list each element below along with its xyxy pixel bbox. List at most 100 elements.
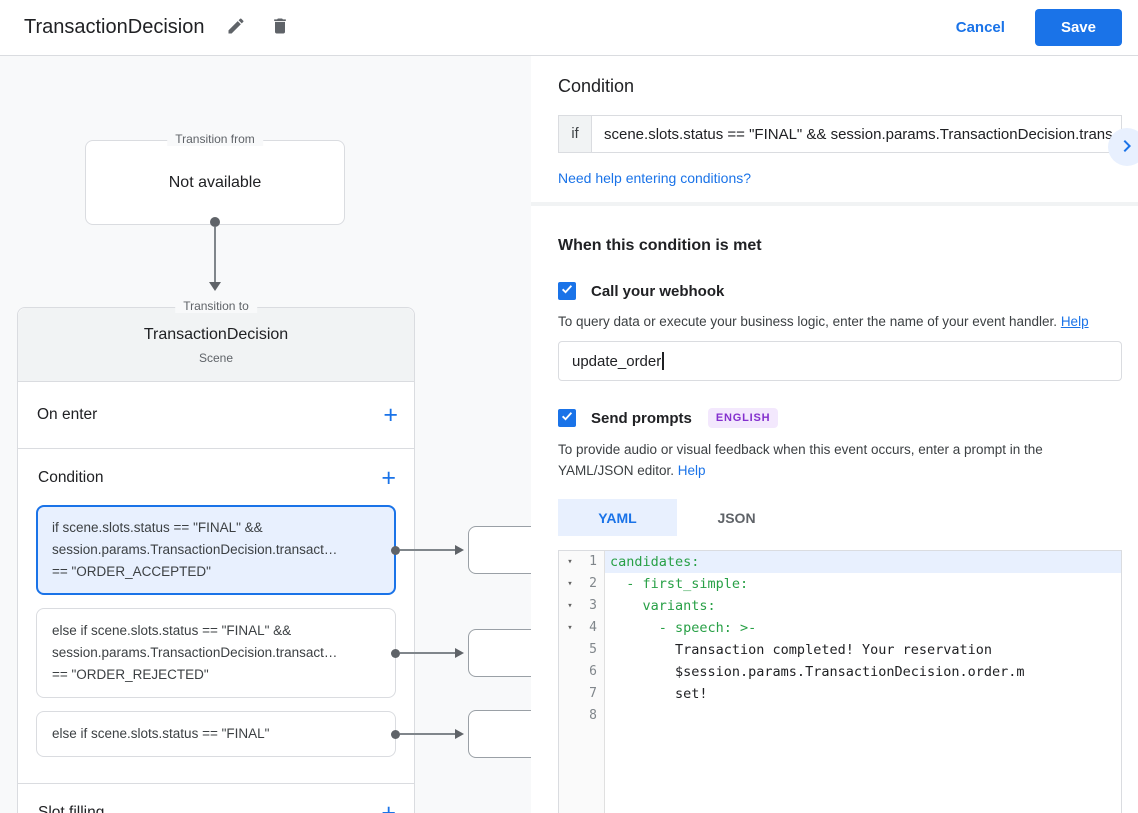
fold-arrow-icon[interactable]: ▾ xyxy=(559,617,581,639)
when-condition-heading: When this condition is met xyxy=(558,237,762,254)
fold-arrow-icon[interactable]: ▾ xyxy=(559,551,581,573)
code-text: $session.params.TransactionDecision.orde… xyxy=(610,664,1025,680)
transition-from-box: Transition from Not available xyxy=(85,132,345,225)
fold-gutter xyxy=(559,727,581,813)
webhook-checkbox-row: Call your webhook xyxy=(558,282,1122,300)
scene-header: TransactionDecision Scene xyxy=(18,308,414,382)
prompts-help-link[interactable]: Help xyxy=(677,463,706,478)
transition-target-box[interactable] xyxy=(468,629,531,677)
scene-title: TransactionDecision xyxy=(143,326,289,343)
arrowhead-right-icon xyxy=(455,648,464,658)
connector-dot xyxy=(391,729,400,739)
section-divider xyxy=(531,202,1138,206)
prompts-checkbox[interactable] xyxy=(558,409,576,427)
line-number: 4 xyxy=(581,617,605,639)
fold-gutter xyxy=(559,705,581,727)
condition-card[interactable]: else if scene.slots.status == "FINAL" xyxy=(36,711,396,757)
editor-line: 5 Transaction completed! Your reservatio… xyxy=(559,639,1121,661)
code-text: set! xyxy=(610,686,708,702)
on-enter-label: On enter xyxy=(37,406,98,423)
arrowhead-right-icon xyxy=(455,545,464,555)
fold-gutter xyxy=(559,639,581,661)
prompts-description: To provide audio or visual feedback when… xyxy=(558,442,1043,478)
collapse-panel-button[interactable] xyxy=(1108,128,1138,166)
fold-arrow-icon[interactable]: ▾ xyxy=(559,595,581,617)
transition-from-content: Not available xyxy=(168,173,262,191)
line-number: 7 xyxy=(581,683,605,705)
connector-line xyxy=(400,549,455,551)
code-text: - speech: >- xyxy=(610,620,757,636)
editor-format-tabs: YAML JSON xyxy=(558,499,1122,536)
fold-gutter xyxy=(559,661,581,683)
transition-to-legend: Transition to xyxy=(175,299,257,313)
webhook-checkbox[interactable] xyxy=(558,282,576,300)
text-caret xyxy=(662,352,664,370)
language-badge: ENGLISH xyxy=(707,408,779,428)
code-text xyxy=(605,705,1121,727)
slot-filling-section: Slot filling + Slot validation xyxy=(18,784,414,813)
transition-target-box[interactable] xyxy=(468,526,531,574)
if-prefix-label: if xyxy=(559,116,592,152)
connector-line xyxy=(400,733,455,735)
editor-line: 6 $session.params.TransactionDecision.or… xyxy=(559,661,1121,683)
tab-yaml[interactable]: YAML xyxy=(558,499,677,536)
save-button[interactable]: Save xyxy=(1034,9,1122,46)
condition-card[interactable]: else if scene.slots.status == "FINAL" &&… xyxy=(36,608,396,698)
edit-scene-button[interactable] xyxy=(224,14,248,41)
connector-dot xyxy=(391,648,400,658)
tab-json[interactable]: JSON xyxy=(717,509,756,526)
condition-section-label: Condition xyxy=(38,469,104,486)
conditions-help-link[interactable]: Need help entering conditions? xyxy=(558,170,752,186)
connector-dot xyxy=(391,545,400,555)
editor-line: 7 set! xyxy=(559,683,1121,705)
line-number: 1 xyxy=(581,551,605,573)
fold-gutter xyxy=(559,683,581,705)
editor-line: ▾3 variants: xyxy=(559,595,1121,617)
condition-row: if scene.slots.status == "FINAL" && sess… xyxy=(36,505,531,595)
transition-arrow-right xyxy=(391,648,464,658)
connector-dot xyxy=(210,217,220,227)
chevron-right-icon xyxy=(1115,134,1138,161)
scene-graph-canvas: Transition from Not available Transition… xyxy=(0,56,531,813)
connector-line xyxy=(214,227,216,282)
webhook-label: Call your webhook xyxy=(591,282,725,300)
condition-row: else if scene.slots.status == "FINAL" xyxy=(36,710,531,758)
add-slot-button[interactable]: + xyxy=(381,801,396,813)
editor-line: ▾2 - first_simple: xyxy=(559,573,1121,595)
condition-expression-input[interactable]: if scene.slots.status == "FINAL" && sess… xyxy=(558,115,1122,153)
condition-section: Condition + if scene.slots.status == "FI… xyxy=(18,449,531,784)
page-title: TransactionDecision xyxy=(24,16,205,38)
line-number: 8 xyxy=(581,705,605,727)
checkmark-icon xyxy=(560,282,574,301)
condition-list: if scene.slots.status == "FINAL" && sess… xyxy=(36,505,531,758)
condition-editor-panel: Condition if scene.slots.status == "FINA… xyxy=(531,56,1138,813)
scene-subtitle: Scene xyxy=(198,351,234,365)
webhook-help-link[interactable]: Help xyxy=(1060,314,1089,329)
transition-target-box[interactable] xyxy=(468,710,531,758)
condition-card[interactable]: if scene.slots.status == "FINAL" && sess… xyxy=(36,505,396,595)
arrowhead-right-icon xyxy=(455,729,464,739)
slot-filling-label: Slot filling xyxy=(38,804,105,813)
add-on-enter-button[interactable]: + xyxy=(383,401,398,429)
top-bar: TransactionDecision Cancel Save xyxy=(0,0,1138,56)
fold-arrow-icon[interactable]: ▾ xyxy=(559,573,581,595)
delete-scene-button[interactable] xyxy=(268,14,292,41)
panel-title: Condition xyxy=(558,76,635,96)
event-handler-input[interactable]: update_order xyxy=(558,341,1122,381)
transition-from-legend: Transition from xyxy=(167,132,263,146)
line-number: 2 xyxy=(581,573,605,595)
condition-expression-value[interactable]: scene.slots.status == "FINAL" && session… xyxy=(604,125,1113,143)
code-text: - first_simple: xyxy=(610,576,749,592)
line-number: 5 xyxy=(581,639,605,661)
editor-line: 8 xyxy=(559,705,1121,727)
code-text xyxy=(605,727,1121,813)
prompts-checkbox-row: Send prompts ENGLISH xyxy=(558,408,1122,428)
transition-arrow-right xyxy=(391,729,464,739)
cancel-button[interactable]: Cancel xyxy=(955,19,1005,36)
add-condition-button[interactable]: + xyxy=(381,464,396,492)
transition-arrow-down xyxy=(209,217,221,291)
condition-row: else if scene.slots.status == "FINAL" &&… xyxy=(36,608,531,698)
